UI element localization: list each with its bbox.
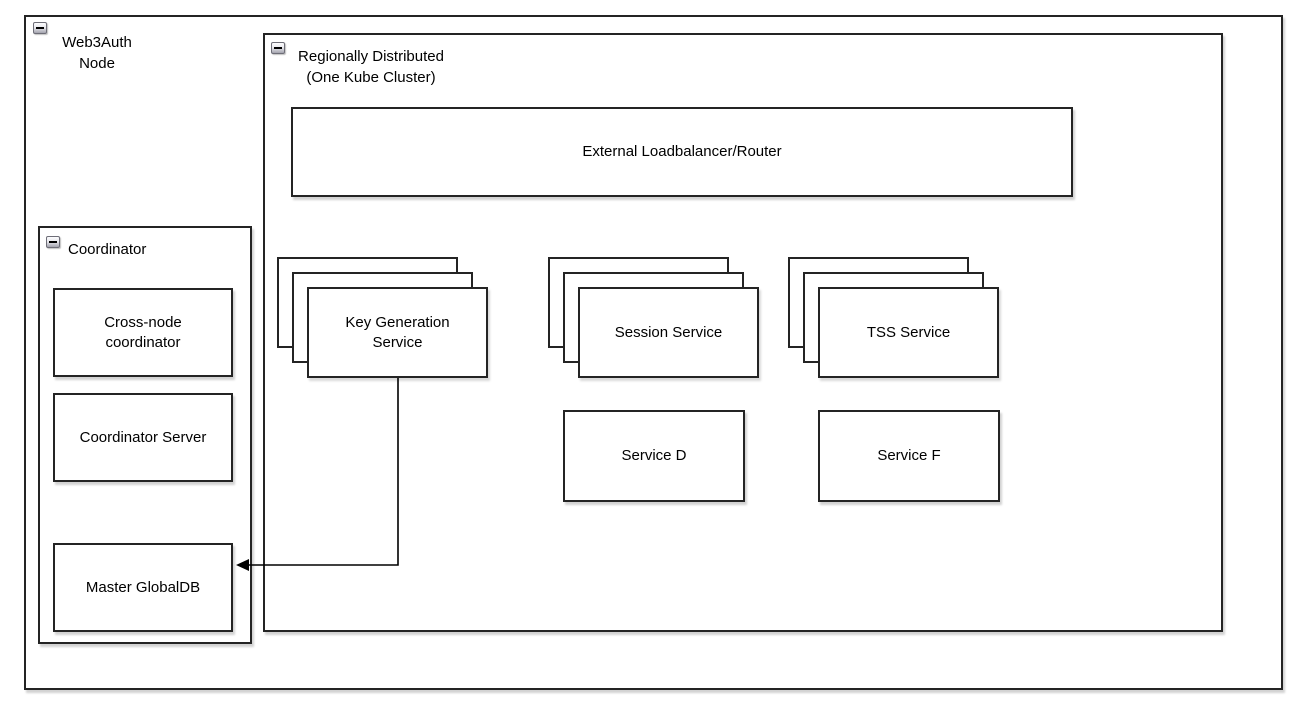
- collapse-minus-icon[interactable]: [46, 236, 60, 248]
- minus-icon: [274, 47, 282, 49]
- node-service-d-label: Service D: [621, 447, 687, 464]
- node-session-service-label: Session Service: [614, 323, 723, 341]
- node-external-loadbalancer-router[interactable]: External Loadbalancer/Router: [291, 107, 1073, 197]
- stack-session-service: Session Service: [548, 257, 759, 379]
- node-coordinator-server[interactable]: Coordinator Server: [53, 393, 233, 482]
- minus-icon: [49, 241, 57, 243]
- collapse-minus-icon[interactable]: [33, 22, 47, 34]
- collapse-minus-icon[interactable]: [271, 42, 285, 54]
- label-line: (One Kube Cluster): [306, 69, 436, 86]
- node-service-f-label: Service F: [877, 447, 941, 464]
- node-external-loadbalancer-router-label: External Loadbalancer/Router: [582, 143, 782, 160]
- container-coordinator-label: Coordinator: [68, 241, 147, 258]
- node-cross-node-coordinator-label: Cross-node coordinator: [104, 313, 182, 353]
- container-regionally-distributed-label: Regionally Distributed (One Kube Cluster…: [291, 46, 451, 88]
- node-key-generation-service-label: Key Generation Service: [345, 313, 449, 353]
- node-master-globaldb-label: Master GlobalDB: [85, 578, 201, 596]
- label-line: Cross-node: [104, 313, 182, 331]
- label-line: Node: [79, 55, 115, 72]
- label-line: Service: [372, 333, 423, 351]
- node-key-generation-service[interactable]: Key Generation Service: [307, 287, 488, 378]
- label-line: Web3Auth: [62, 34, 132, 51]
- node-master-globaldb[interactable]: Master GlobalDB: [53, 543, 233, 632]
- node-session-service[interactable]: Session Service: [578, 287, 759, 378]
- node-service-f[interactable]: Service F: [818, 410, 1000, 502]
- minus-icon: [36, 27, 44, 29]
- node-cross-node-coordinator[interactable]: Cross-node coordinator: [53, 288, 233, 377]
- node-service-d[interactable]: Service D: [563, 410, 745, 502]
- label-line: Key Generation: [345, 313, 450, 331]
- label-line: coordinator: [105, 333, 181, 351]
- stack-key-generation-service: Key Generation Service: [277, 257, 488, 379]
- container-web3auth-node-label: Web3Auth Node: [47, 32, 147, 74]
- label-line: Regionally Distributed: [298, 48, 444, 65]
- node-coordinator-server-label: Coordinator Server: [79, 428, 207, 446]
- node-tss-service[interactable]: TSS Service: [818, 287, 999, 378]
- node-tss-service-label: TSS Service: [866, 323, 951, 341]
- stack-tss-service: TSS Service: [788, 257, 999, 379]
